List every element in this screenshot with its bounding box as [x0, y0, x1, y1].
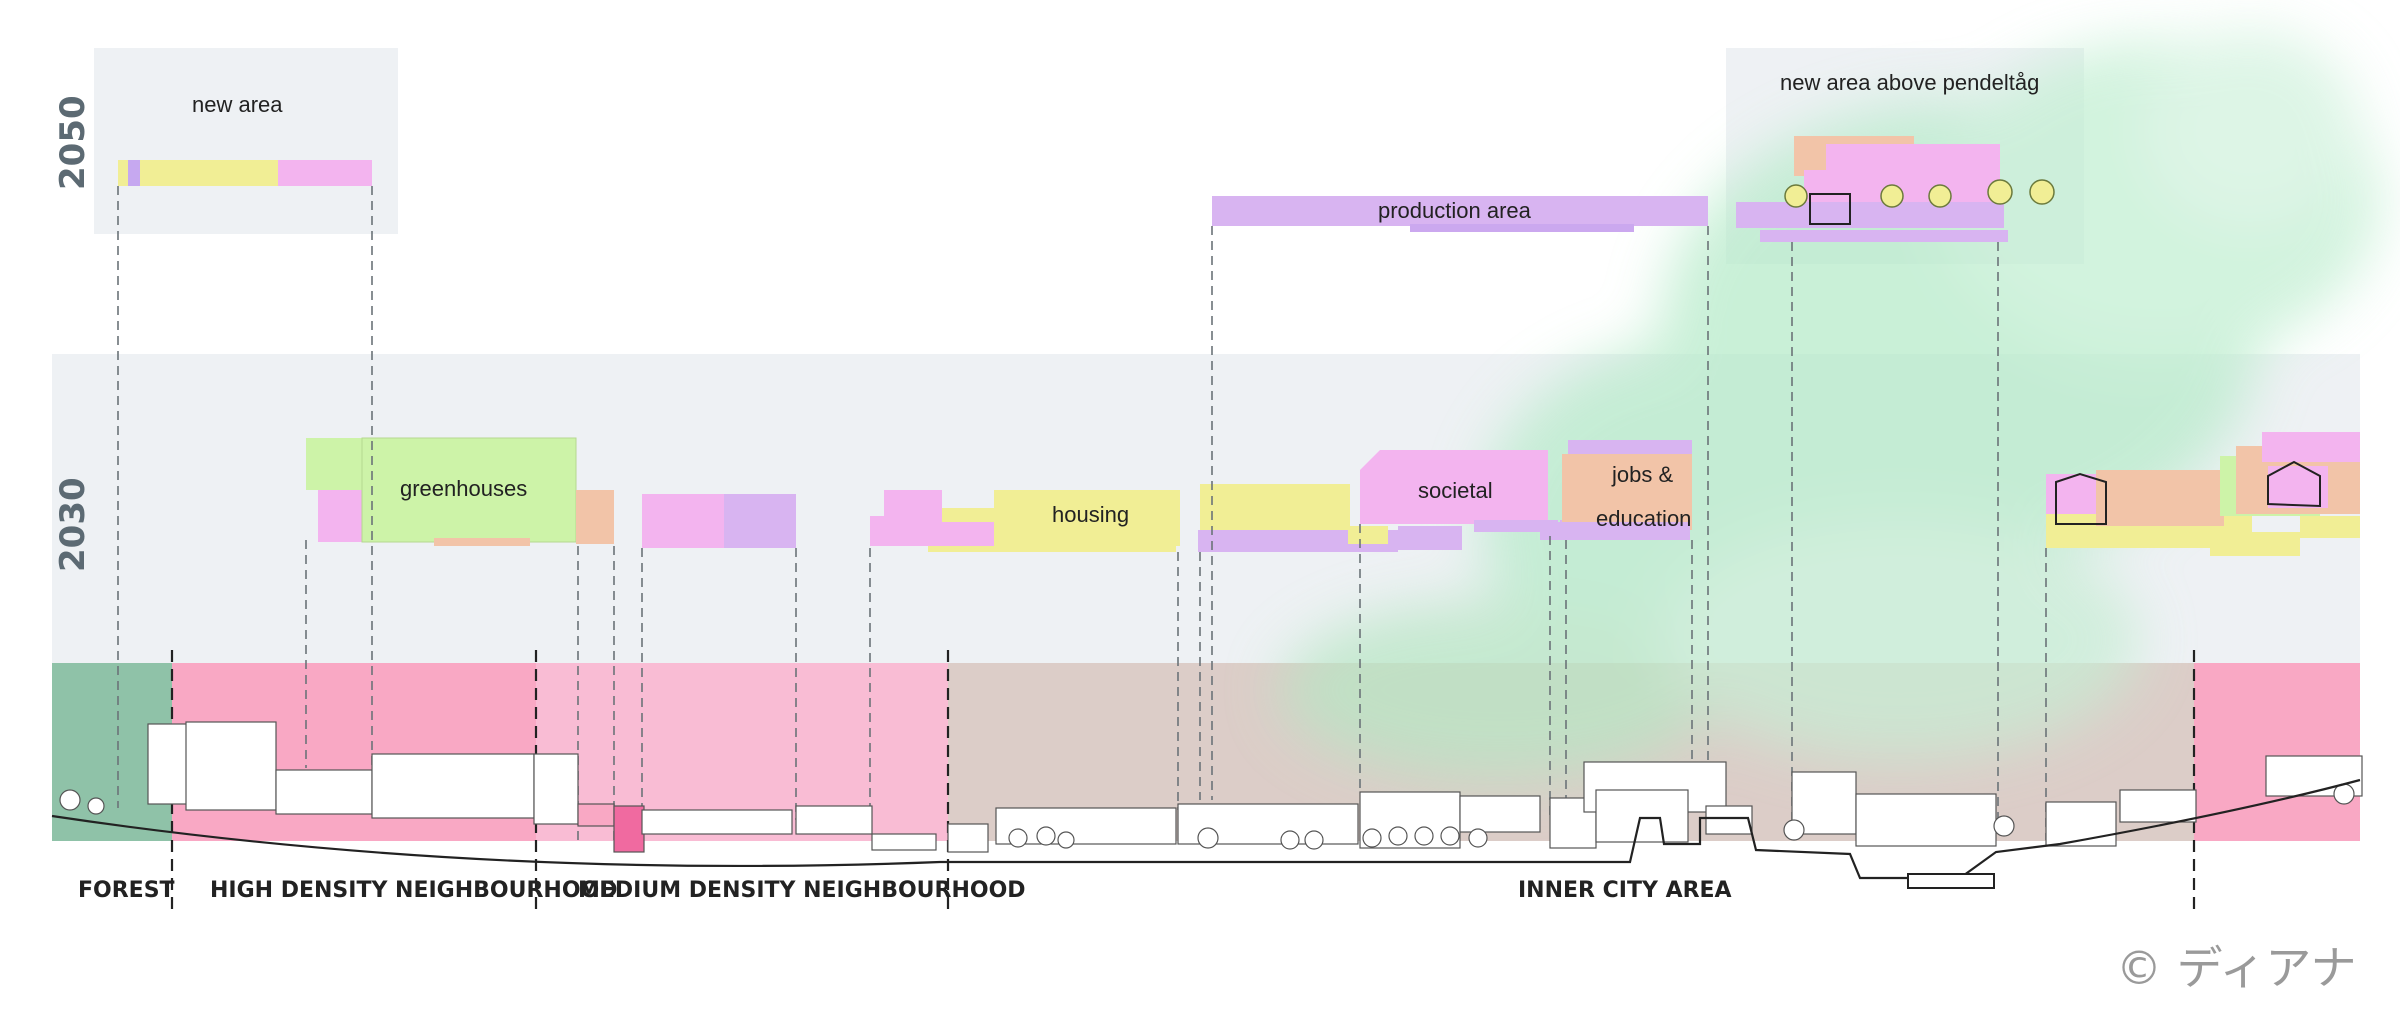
rooftop-trees: [1784, 179, 2055, 208]
zone-high-density: HIGH DENSITY NEIGHBOURHOOD: [210, 878, 618, 903]
year-2030: 2030: [53, 477, 93, 572]
greenhouses-blocks: [306, 437, 614, 546]
year-2050: 2050: [53, 95, 93, 190]
label-jobs-1: jobs &: [1611, 462, 1673, 487]
zone-forest: FOREST: [78, 878, 175, 903]
watermark: © ディアナ: [2116, 941, 2356, 995]
label-housing: housing: [1052, 502, 1129, 527]
label-production-area: production area: [1378, 198, 1532, 223]
connector-lines: [117, 186, 2047, 840]
band-2050-left: [94, 48, 398, 234]
east-blocks: [2046, 432, 2360, 556]
zone-medium-density: MEDIUM DENSITY NEIGHBOURHOOD: [578, 878, 1026, 903]
new-area-above-blocks: [1736, 136, 2008, 242]
label-jobs-2: education: [1596, 506, 1691, 531]
label-new-area: new area: [192, 92, 283, 117]
band-east: [2194, 663, 2360, 841]
production-area-block: [1212, 196, 1708, 226]
label-new-area-above: new area above pendeltåg: [1780, 70, 2039, 95]
existing-buildings: [147, 721, 2363, 853]
zone-dividers: [170, 650, 2196, 912]
street-trees: [59, 783, 2355, 850]
underground-station: [1907, 873, 1995, 889]
new-area-bar: [118, 160, 372, 186]
housing-blocks: [870, 490, 1180, 552]
societal-blocks: [1198, 450, 1648, 552]
production-area-base: [1410, 224, 1634, 232]
medium-blocks: [642, 494, 796, 548]
label-societal: societal: [1418, 478, 1493, 503]
ground-line: [51, 778, 2361, 880]
zone-inner-city: INNER CITY AREA: [1518, 878, 1732, 903]
label-greenhouses: greenhouses: [400, 476, 527, 501]
jobs-blocks: [1540, 440, 1692, 540]
